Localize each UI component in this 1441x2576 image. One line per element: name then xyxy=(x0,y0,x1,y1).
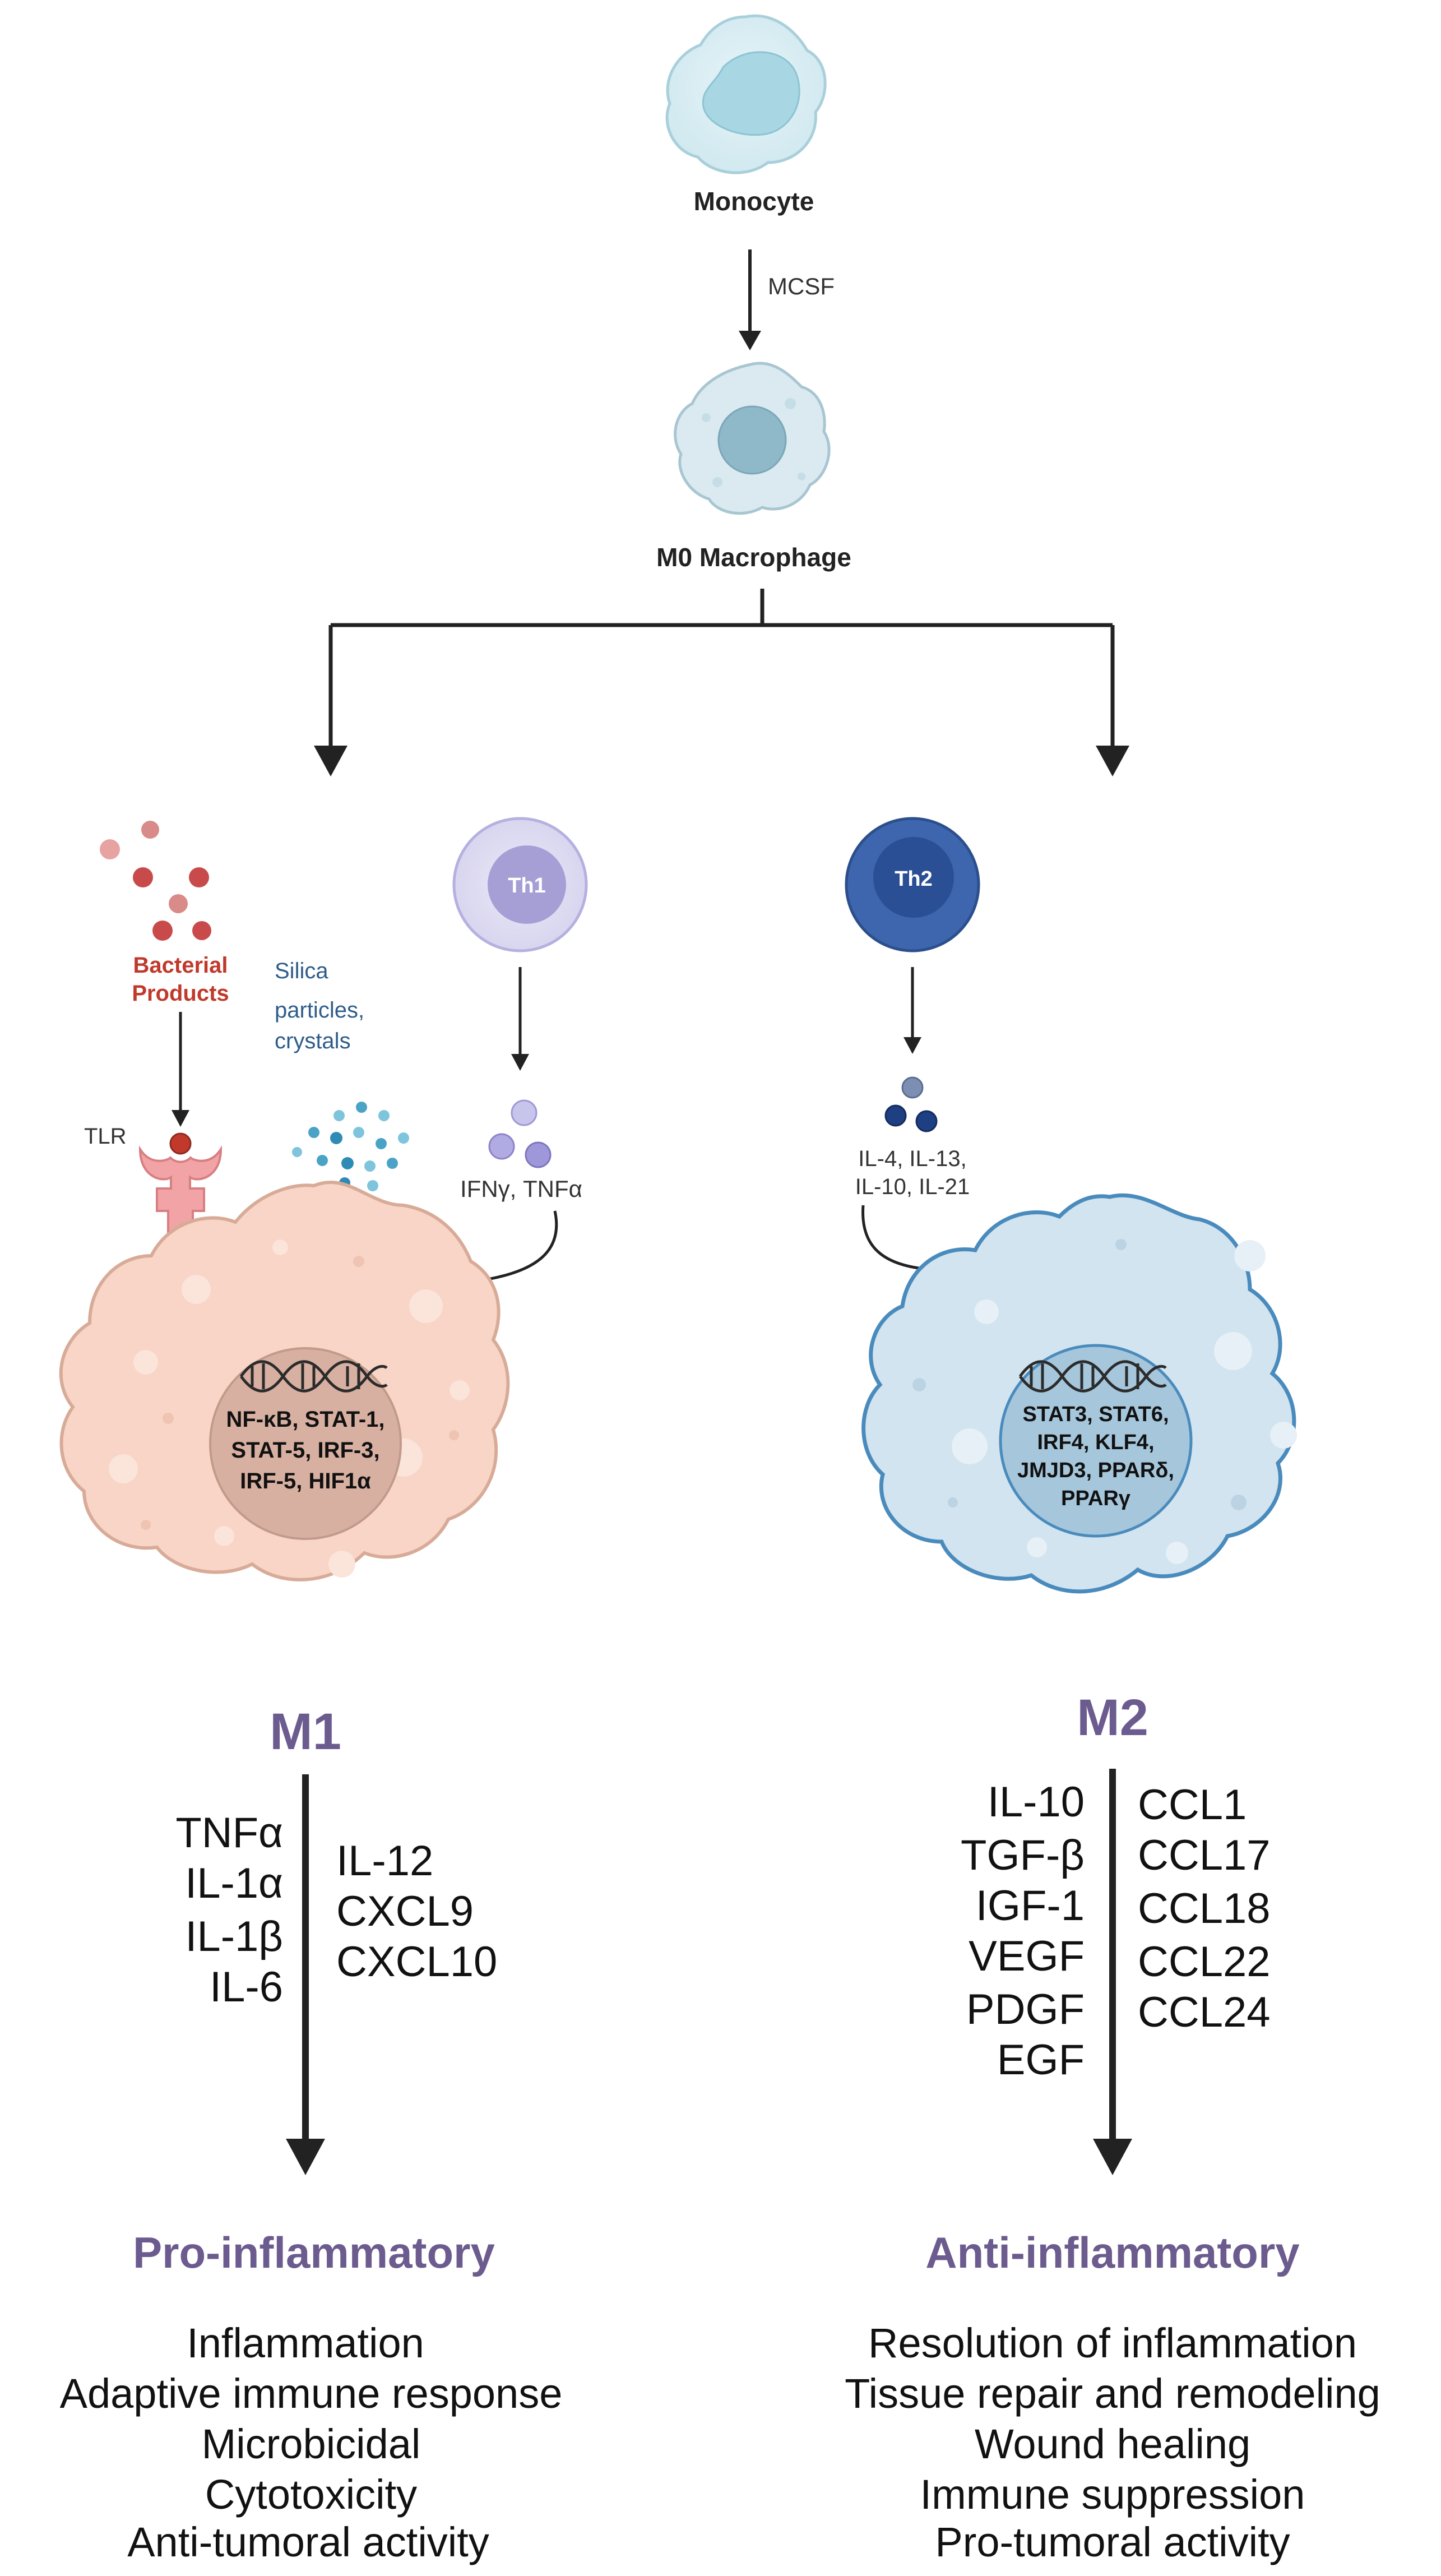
bacterial-products-icon xyxy=(100,821,211,941)
tlr-receptor-icon xyxy=(138,1132,223,1262)
th2-cytokines-line-2: IL-10, IL-21 xyxy=(855,1174,970,1199)
silica-label-3: crystals xyxy=(275,1029,351,1053)
m2-outcome-4: Immune suppression xyxy=(920,2471,1305,2518)
silica-particles-icon xyxy=(292,1102,409,1191)
monocyte-cell xyxy=(665,14,827,174)
m2-marker-left-5: PDGF xyxy=(966,1986,1085,2033)
m2-marker-right-2: CCL17 xyxy=(1138,1832,1271,1879)
m1-outcome-4: Cytotoxicity xyxy=(205,2471,417,2518)
m1-marker-left-3: IL-1β xyxy=(185,1913,283,1960)
m2-dna-icon xyxy=(1018,1360,1167,1393)
m1-marker-right-2: CXCL9 xyxy=(336,1888,474,1935)
m1-factor-line-3: IRF-5, HIF1α xyxy=(240,1469,371,1493)
m1-outcome-3: Microbicidal xyxy=(202,2421,421,2467)
th1-cytokines-label: IFNγ, TNFα xyxy=(460,1176,582,1202)
th1-label: Th1 xyxy=(508,874,546,898)
th1-cytokine-dots xyxy=(488,1099,552,1168)
th2-cytokines-line-1: IL-4, IL-13, xyxy=(858,1146,966,1171)
m2-factor-line-3: JMJD3, PPARδ, xyxy=(1017,1459,1174,1482)
m1-marker-left-4: IL-6 xyxy=(210,1963,283,2011)
m1-marker-right-1: IL-12 xyxy=(336,1837,433,1885)
th2-label: Th2 xyxy=(895,867,933,891)
m1-marker-right-3: CXCL10 xyxy=(336,1938,497,1986)
m2-marker-left-2: TGF-β xyxy=(961,1832,1085,1879)
m1-marker-arrow xyxy=(286,1774,325,2175)
m1-marker-left-1: TNFα xyxy=(175,1809,283,1857)
m1-outcome-5: Anti-tumoral activity xyxy=(127,2519,489,2565)
m2-marker-left-4: VEGF xyxy=(969,1932,1085,1980)
m1-macrophage-cell xyxy=(59,1181,510,1581)
m2-title: M2 xyxy=(1077,1689,1148,1746)
th1-cell xyxy=(452,817,588,952)
m2-marker-left-3: IGF-1 xyxy=(976,1882,1085,1930)
m2-factor-line-2: IRF4, KLF4, xyxy=(1037,1431,1154,1454)
mcsf-arrow xyxy=(739,249,761,350)
m2-factor-line-4: PPARγ xyxy=(1061,1487,1130,1510)
silica-label-2: particles, xyxy=(275,998,364,1023)
m1-factor-line-1: NF-κB, STAT-1, xyxy=(226,1407,384,1432)
m2-marker-right-4: CCL22 xyxy=(1138,1938,1271,1986)
th1-arrow xyxy=(511,967,529,1071)
m1-title: M1 xyxy=(270,1703,341,1760)
m1-outcome-1: Inflammation xyxy=(187,2320,424,2366)
monocyte-label: Monocyte xyxy=(694,187,814,216)
th2-cytokine-dots xyxy=(884,1076,938,1132)
bacterial-label-1: Bacterial xyxy=(133,953,228,978)
m2-outcome-title: Anti-inflammatory xyxy=(925,2228,1299,2277)
m2-factor-line-1: STAT3, STAT6, xyxy=(1022,1403,1169,1426)
th2-cell xyxy=(845,817,980,952)
m2-marker-left-1: IL-10 xyxy=(988,1778,1085,1826)
branch-connector xyxy=(314,589,1129,776)
tlr-label: TLR xyxy=(84,1124,127,1149)
silica-label-1: Silica xyxy=(275,959,328,983)
m1-marker-left-2: IL-1α xyxy=(185,1860,283,1907)
m2-marker-left-6: EGF xyxy=(997,2036,1085,2084)
m1-outcome-title: Pro-inflammatory xyxy=(133,2228,495,2277)
m0-macrophage-cell xyxy=(674,362,831,515)
m2-outcome-5: Pro-tumoral activity xyxy=(935,2519,1290,2565)
th2-arrow xyxy=(903,967,921,1054)
m2-outcome-2: Tissue repair and remodeling xyxy=(845,2370,1380,2417)
m1-outcome-2: Adaptive immune response xyxy=(60,2370,563,2417)
m2-macrophage-cell xyxy=(861,1193,1297,1594)
m1-factor-line-2: STAT-5, IRF-3, xyxy=(231,1438,379,1463)
m2-marker-right-1: CCL1 xyxy=(1138,1781,1247,1829)
m2-marker-right-5: CCL24 xyxy=(1138,1988,1271,2036)
m0-label: M0 Macrophage xyxy=(656,543,851,572)
bacterial-arrow xyxy=(172,1012,189,1127)
mcsf-label: MCSF xyxy=(768,273,835,299)
m2-marker-right-3: CCL18 xyxy=(1138,1885,1271,1932)
bacterial-label-2: Products xyxy=(132,981,229,1006)
m1-dna-icon xyxy=(239,1360,388,1393)
m2-outcome-3: Wound healing xyxy=(975,2421,1250,2467)
m2-marker-arrow xyxy=(1093,1769,1132,2175)
m2-outcome-1: Resolution of inflammation xyxy=(868,2320,1357,2366)
